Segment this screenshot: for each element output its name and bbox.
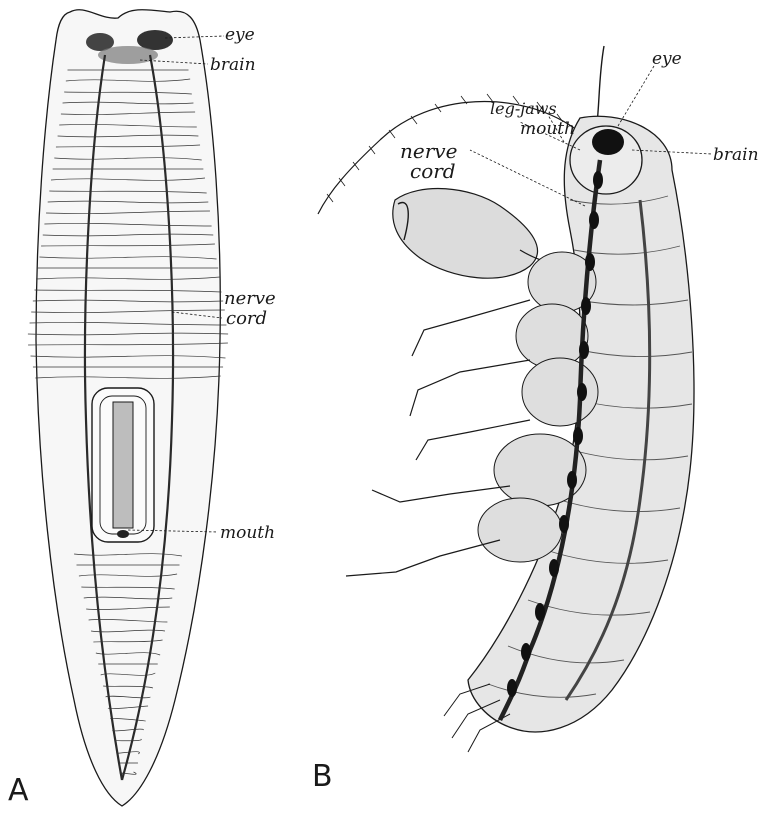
label-b-eye: eye <box>652 49 682 69</box>
ganglion <box>567 471 577 489</box>
label-a-brain: brain <box>210 55 256 75</box>
panel-letter-a: A <box>8 773 29 808</box>
flatworm-eye-spot-right <box>137 30 173 50</box>
label-b-mouth: mouth <box>520 119 575 139</box>
panel-b-amphipod: eye leg-jaws mouth brain nerve cord B <box>312 46 759 794</box>
flatworm-mouth-opening <box>117 530 129 538</box>
ganglion <box>549 559 559 577</box>
panel-a-flatworm: eye brain nerve cord mouth A <box>8 10 276 808</box>
label-a-mouth: mouth <box>220 523 275 543</box>
ganglion <box>593 171 603 189</box>
amphipod-eye <box>592 129 624 155</box>
amphipod-claw <box>393 189 538 279</box>
ganglion <box>507 679 517 697</box>
panel-letter-b: B <box>312 759 333 794</box>
ganglion <box>559 515 569 533</box>
label-a-cord: cord <box>226 308 267 329</box>
label-a-nerve: nerve <box>224 288 276 309</box>
ganglion <box>585 253 595 271</box>
ganglion <box>589 211 599 229</box>
ganglion <box>521 643 531 661</box>
label-b-cord: cord <box>410 159 456 183</box>
flatworm-brain <box>98 46 158 64</box>
ganglion <box>581 297 591 315</box>
ganglion <box>535 603 545 621</box>
ganglion <box>579 341 589 359</box>
antenna-segment <box>389 130 395 138</box>
label-b-brain: brain <box>713 145 759 165</box>
ganglion <box>577 383 587 401</box>
flatworm-pharynx <box>113 402 133 528</box>
label-b-leg-jaws: leg-jaws <box>490 99 557 118</box>
label-a-eye: eye <box>225 25 255 45</box>
ganglion <box>573 427 583 445</box>
